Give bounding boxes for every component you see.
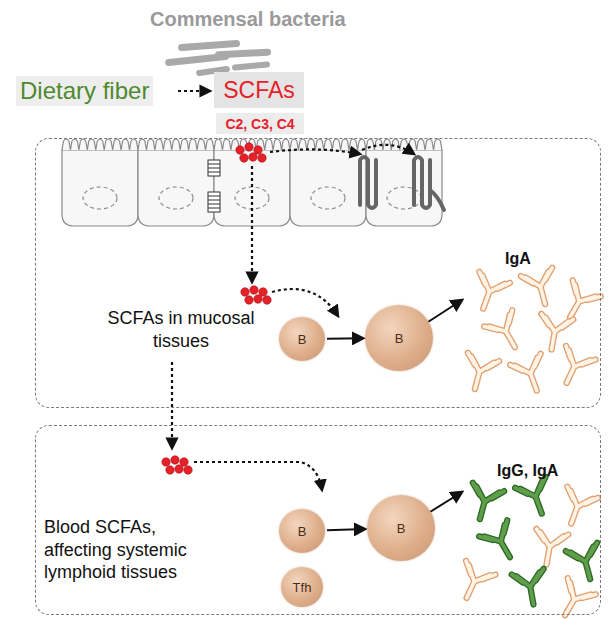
scfa-dots — [236, 143, 266, 162]
node-text: B — [298, 332, 307, 347]
antibody — [479, 520, 524, 565]
antibody-label: IgG, IgA — [497, 462, 558, 480]
antibody — [556, 487, 598, 529]
source-label: Commensal bacteria — [150, 8, 346, 31]
epithelial-cell — [290, 150, 366, 226]
tissue-region: Blood SCFAs, affecting systemic lymphoid… — [35, 425, 601, 615]
connector-arrow — [327, 529, 365, 530]
tissue-region: SCFAs in mucosal tissuesB B — [35, 138, 601, 408]
epithelial-cell — [138, 150, 214, 226]
nucleus — [83, 187, 117, 209]
product-box: SCFAs — [214, 72, 304, 108]
antibody — [551, 578, 596, 619]
antibody — [459, 353, 499, 394]
antibody — [566, 543, 606, 584]
microvilli — [290, 139, 366, 150]
scfa-dots — [241, 286, 271, 304]
node-text: B — [298, 524, 307, 539]
scfa-dots — [162, 456, 192, 474]
node-text: B — [395, 331, 404, 346]
antibody — [552, 346, 595, 390]
dotted-arrow — [251, 166, 253, 282]
antibody — [521, 268, 561, 309]
antibody — [468, 272, 510, 314]
node-text: C2, C3, C4 — [225, 116, 294, 132]
node-text: B — [397, 521, 406, 536]
epithelium — [62, 139, 442, 226]
connector-arrow — [327, 337, 363, 339]
product-box: C2, C3, C4 — [216, 113, 304, 134]
node-text: SCFAs — [223, 77, 295, 104]
dotted-arrow — [194, 462, 322, 490]
b-cell: B — [279, 317, 325, 361]
antibody — [464, 483, 504, 524]
b-cell: B — [279, 509, 325, 553]
node-text: SCFAs in mucosal tissues — [106, 307, 256, 352]
antibody — [512, 569, 550, 607]
tight-junction — [208, 160, 220, 212]
t-cell: Tfh — [281, 567, 323, 607]
antibody — [484, 310, 529, 355]
antibody — [556, 280, 601, 325]
nucleus — [159, 187, 193, 209]
node-text: Blood SCFAs, affecting systemic lymphoid… — [44, 516, 214, 584]
bacteria — [165, 40, 271, 76]
input-label: Dietary fiber — [16, 76, 153, 106]
microvilli — [62, 139, 138, 150]
dotted-arrow — [362, 145, 414, 154]
dotted-arrow — [171, 362, 173, 448]
antibody-label: IgA — [505, 250, 531, 268]
receptor — [360, 157, 444, 210]
microvilli — [138, 139, 214, 150]
nucleus — [311, 187, 345, 209]
dotted-arrow — [178, 90, 210, 92]
dotted-arrow — [272, 289, 338, 316]
secretion-arrow — [428, 300, 462, 322]
b-cell: B — [365, 305, 433, 371]
antibody — [515, 477, 557, 519]
node-text: Tfh — [293, 580, 312, 595]
epithelial-cell — [62, 150, 138, 226]
b-cell: B — [367, 495, 435, 561]
antibody — [510, 354, 552, 396]
dotted-arrow — [270, 149, 360, 154]
antibodies — [452, 268, 606, 619]
antibody — [452, 561, 495, 605]
antibody — [531, 529, 569, 567]
secretion-arrow — [430, 492, 462, 512]
